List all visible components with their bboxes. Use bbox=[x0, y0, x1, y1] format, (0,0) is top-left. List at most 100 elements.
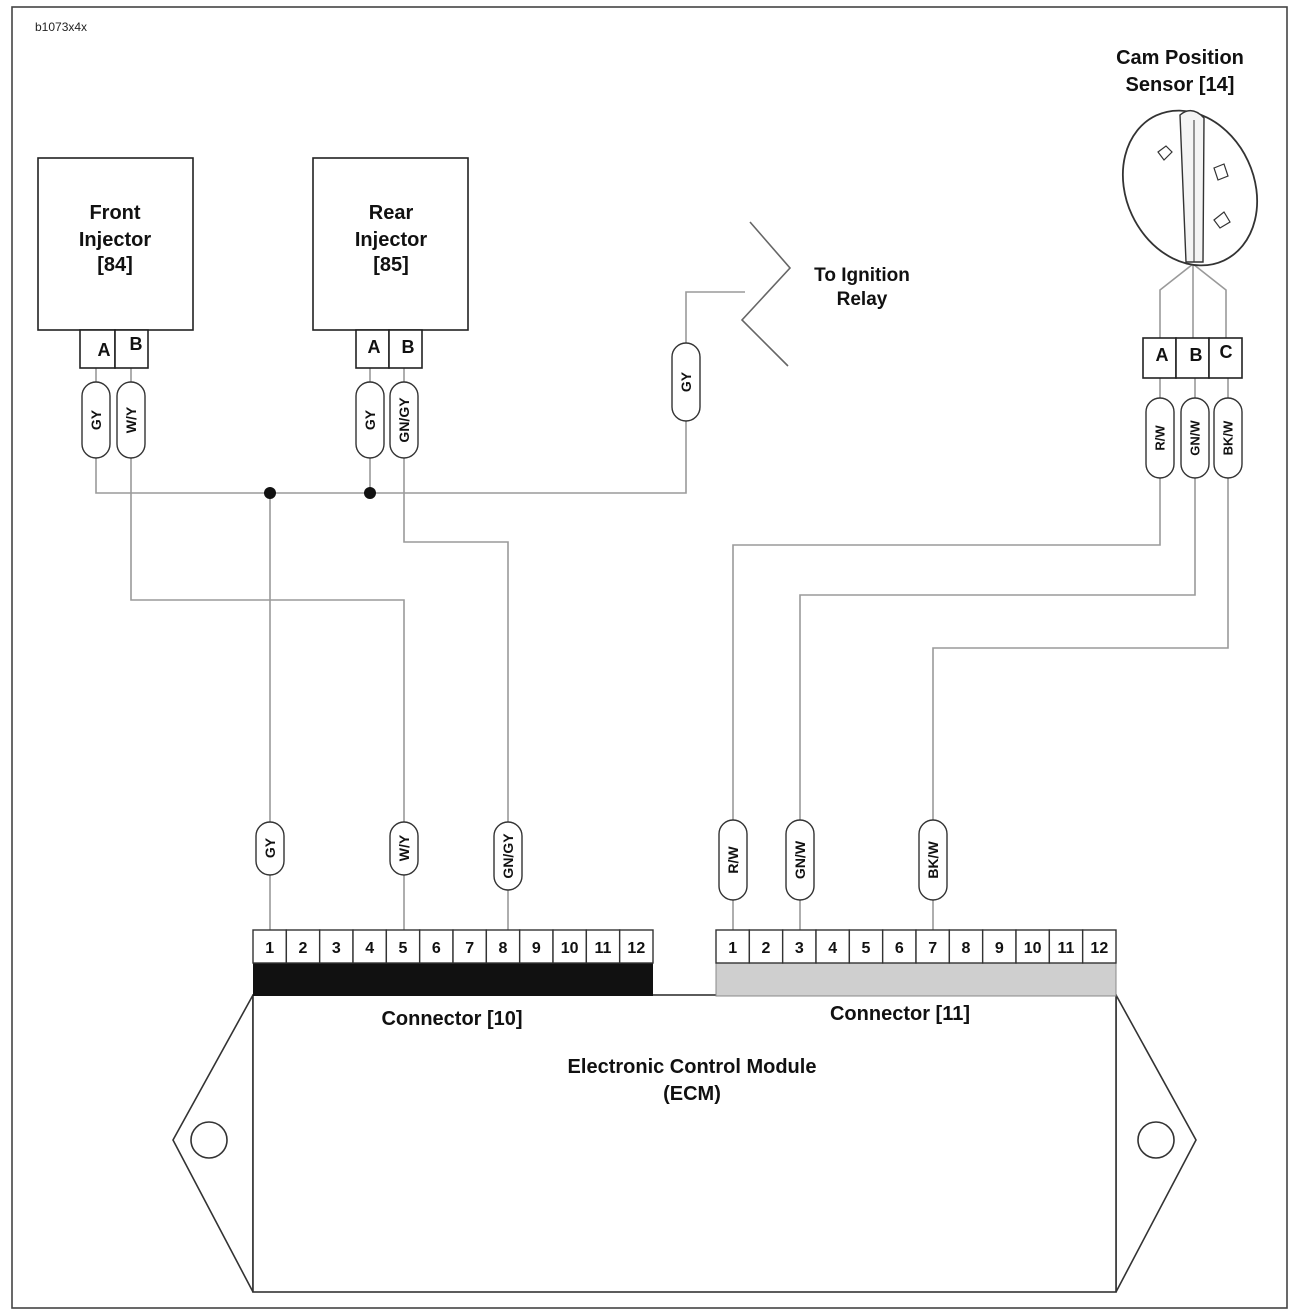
rear-injector-label-3: [85] bbox=[373, 254, 409, 276]
connector-11-pin-label: 11 bbox=[1058, 940, 1075, 957]
connector-10-pin-label: 7 bbox=[465, 940, 474, 957]
connector-11-pin-label: 5 bbox=[862, 940, 871, 957]
connector-10-pin-label: 10 bbox=[561, 940, 579, 957]
rear-injector-pin-a bbox=[355, 329, 390, 369]
wire-tag-text: W/Y bbox=[123, 406, 139, 433]
wire-tag-cam-a bbox=[1145, 397, 1175, 479]
wire-tag-text: R/W bbox=[1153, 425, 1168, 451]
wire-tag-c11-1 bbox=[718, 819, 748, 901]
wire-tag-text: GY bbox=[678, 371, 694, 392]
arrow-zigzag bbox=[740, 221, 792, 367]
front-injector-pin-b bbox=[114, 329, 149, 369]
cam-pin-a-label: A bbox=[1156, 345, 1169, 365]
connector-10-pin-12 bbox=[618, 929, 654, 964]
wire-tag-c10-8 bbox=[493, 821, 523, 891]
connector-10-pin-label: 11 bbox=[595, 940, 612, 957]
connector-11-pin-label: 9 bbox=[995, 940, 1004, 957]
wire-tag-text: GY bbox=[88, 409, 104, 430]
connector-11-pin-7 bbox=[915, 929, 951, 964]
wires bbox=[95, 263, 1229, 930]
cam-position-sensor: Cam Position Sensor [14] A B C bbox=[1116, 47, 1259, 379]
connector-10-pin-label: 9 bbox=[532, 940, 541, 957]
wire-tag-cam-c bbox=[1213, 397, 1243, 479]
wire-tag-front-a bbox=[81, 381, 111, 459]
wire-tag-text: GN/GY bbox=[396, 397, 412, 443]
rw-wire bbox=[732, 478, 1161, 820]
ecm-body bbox=[252, 994, 1117, 1293]
connector-11-pin-label: 7 bbox=[928, 940, 937, 957]
ecm: Electronic Control Module (ECM) bbox=[172, 994, 1197, 1293]
ecm-label-2: (ECM) bbox=[663, 1083, 721, 1105]
ecm-label-1: Electronic Control Module bbox=[568, 1056, 817, 1078]
splice-dot bbox=[264, 487, 276, 499]
connector-10-body bbox=[253, 963, 653, 996]
connector-11-label: Connector [11] bbox=[830, 1003, 970, 1025]
wire-tag-text: GY bbox=[362, 409, 378, 430]
wire-tag-text: BK/W bbox=[1221, 420, 1236, 455]
cam-sensor-label-2: Sensor [14] bbox=[1126, 74, 1235, 96]
wire-tag-c11-7 bbox=[918, 819, 948, 901]
connector-10-pin-8 bbox=[485, 929, 521, 964]
front-injector-label-3: [84] bbox=[97, 254, 133, 276]
cam-pin-b-label: B bbox=[1190, 345, 1203, 365]
front-injector-label-1: Front bbox=[89, 202, 140, 224]
front-injector-label-2: Injector bbox=[79, 229, 151, 251]
wire-tag-text: W/Y bbox=[396, 834, 412, 861]
wire-tag-c10-5 bbox=[389, 821, 419, 876]
connector-11-pin-2 bbox=[748, 929, 784, 964]
connector-10-pin-label: 8 bbox=[499, 940, 508, 957]
wire-tag-text: R/W bbox=[725, 846, 741, 874]
wire-tag-text: GN/W bbox=[1188, 420, 1203, 456]
wire-tag-c11-3 bbox=[785, 819, 815, 901]
connector-10-pin-label: 5 bbox=[399, 940, 408, 957]
ignition-relay-arrow: To Ignition Relay bbox=[740, 221, 910, 367]
connector-10-pin-4 bbox=[352, 929, 388, 964]
rear-pin-a-label: A bbox=[368, 337, 381, 357]
rear-injector-pin-b bbox=[388, 329, 423, 369]
connector-10-pin-label: 4 bbox=[365, 940, 374, 957]
connector-10-pin-6 bbox=[418, 929, 454, 964]
cam-sensor-mark bbox=[1157, 145, 1173, 161]
connector-10-pin-1 bbox=[252, 929, 288, 964]
connector-11-pin-label: 4 bbox=[828, 940, 837, 957]
wire-tag-relay bbox=[671, 342, 701, 422]
wire-tag-c10-1 bbox=[255, 821, 285, 876]
figure-id: b1073x4x bbox=[35, 20, 87, 34]
connector-10-pin-label: 12 bbox=[627, 940, 645, 957]
gngy-wire bbox=[403, 458, 509, 822]
connector-11-pin-9 bbox=[981, 929, 1017, 964]
connector-11-pin-4 bbox=[815, 929, 851, 964]
wire-tag-front-b bbox=[116, 381, 146, 459]
rear-pin-b-label: B bbox=[402, 337, 415, 357]
connector-10-pin-label: 2 bbox=[299, 940, 308, 957]
ecm-mount-hole-right bbox=[1137, 1121, 1175, 1159]
gy-bus-wire bbox=[95, 420, 687, 494]
connector-10-label: Connector [10] bbox=[381, 1008, 522, 1030]
front-pin-a-label: A bbox=[98, 340, 111, 360]
connector-10-pin-label: 1 bbox=[265, 940, 274, 957]
cam-pin-c-lead bbox=[1192, 263, 1227, 338]
rear-injector-body bbox=[312, 157, 469, 331]
wy-wire bbox=[130, 458, 405, 822]
connector-11-pin-1 bbox=[715, 929, 751, 964]
wire-tag-text: BK/W bbox=[925, 841, 941, 879]
wire-tag-text: GN/GY bbox=[500, 833, 516, 879]
cam-sensor-mark bbox=[1213, 163, 1229, 181]
relay-label-1: To Ignition bbox=[814, 265, 910, 286]
cam-sensor-label-1: Cam Position bbox=[1116, 47, 1244, 69]
cam-sensor-pin-b bbox=[1175, 337, 1210, 379]
connector-11-pin-label: 12 bbox=[1090, 940, 1108, 957]
connector-11-body bbox=[715, 962, 1117, 997]
connector-10-pin-2 bbox=[285, 929, 321, 964]
connector-10-pin-label: 6 bbox=[432, 940, 441, 957]
splice-dot bbox=[364, 487, 376, 499]
rear-injector-label-1: Rear bbox=[369, 202, 414, 224]
front-injector: Front Injector [84] A B bbox=[37, 157, 194, 369]
connector-10-pin-10 bbox=[552, 929, 588, 964]
connector-10-pin-9 bbox=[518, 929, 554, 964]
ecm-mount-hole-left bbox=[190, 1121, 228, 1159]
